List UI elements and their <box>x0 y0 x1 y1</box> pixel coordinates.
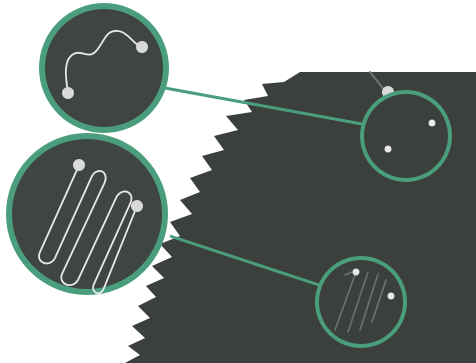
zoom-circle-bottom <box>9 136 165 293</box>
detail-circle-top <box>362 92 450 180</box>
zoom-circle-top <box>42 6 166 130</box>
detail-circle-bottom <box>317 258 405 346</box>
